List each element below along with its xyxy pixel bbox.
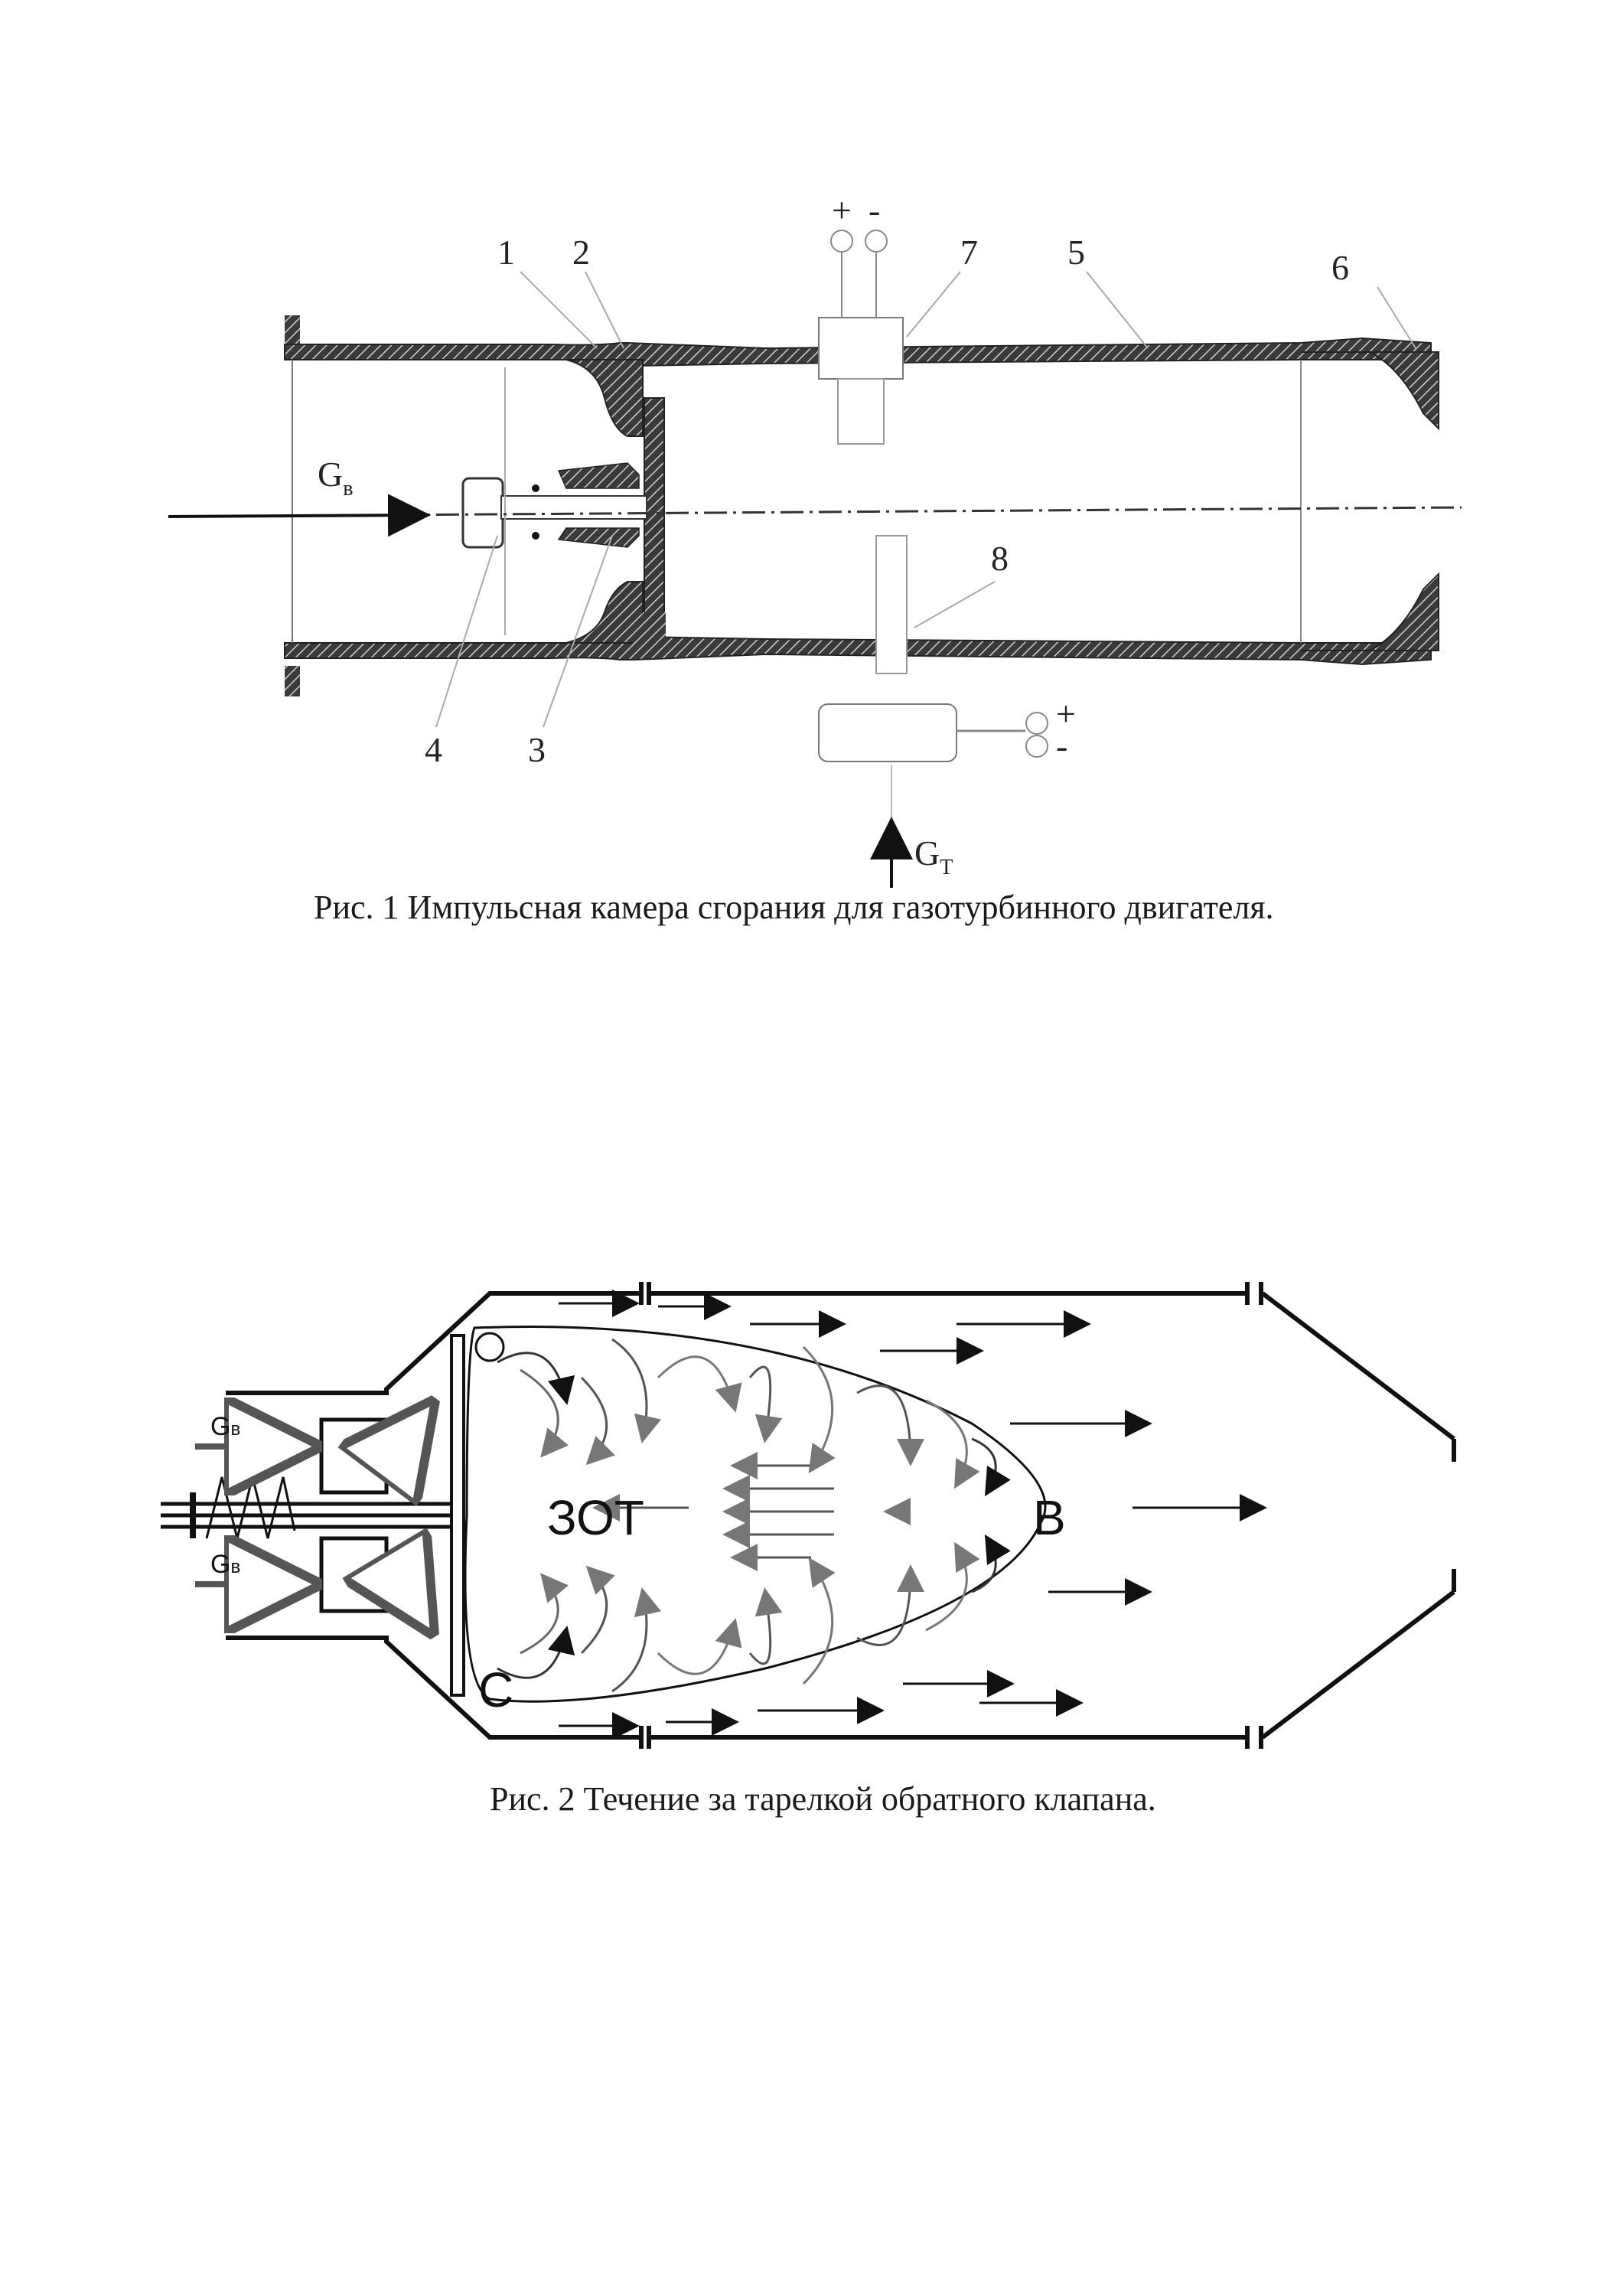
part-number-8: 8: [991, 539, 1009, 578]
leader-8: [914, 581, 996, 628]
flange-top: [285, 315, 300, 346]
injector-body: [818, 703, 957, 762]
figure-1-caption: Рис. 1 Импульсная камера сгорания для га…: [314, 889, 1274, 926]
flange-bottom: [285, 666, 300, 696]
figure-2-caption: Рис. 2 Течение за тарелкой обратного кла…: [490, 1780, 1156, 1818]
center-axis: [168, 506, 1462, 518]
part-number-7: 7: [960, 233, 978, 272]
injector-terminal: [1025, 712, 1048, 735]
igniter-body: [818, 317, 904, 380]
air-flow-label-top: Gв: [210, 1412, 240, 1441]
leader-6: [1377, 286, 1416, 349]
terminal-minus: [865, 230, 888, 253]
recirculation-zone: [464, 1326, 1047, 1703]
part-number-5: 5: [1067, 233, 1085, 272]
point-o-circle: [474, 1332, 505, 1362]
part-number-2: 2: [572, 233, 590, 272]
leader-4: [435, 535, 498, 728]
leader-2: [585, 271, 624, 349]
spring: [205, 1476, 296, 1539]
spring-dot: [532, 484, 539, 492]
plus-sign: +: [832, 191, 852, 230]
outer-wall-bottom: [284, 635, 1432, 666]
reverse-flow-arrows: [592, 1452, 911, 1571]
point-b-label: B: [1033, 1490, 1066, 1545]
injector-stem: [875, 535, 908, 674]
diffuser-arrow: [394, 1569, 429, 1626]
point-c-label: C: [478, 1662, 513, 1717]
throat-top: [565, 359, 644, 437]
fuel-flow-label: GT: [914, 833, 953, 879]
nozzle-top: [1301, 351, 1439, 431]
air-flow-label-bottom: Gв: [210, 1550, 240, 1579]
minus-sign: -: [869, 191, 880, 230]
leader-3: [543, 535, 613, 728]
leader-1: [520, 271, 598, 349]
part-number-1: 1: [497, 233, 515, 272]
forward-flow-arrows: [559, 1290, 1267, 1740]
throat-bottom: [565, 581, 644, 644]
valve-plate: [450, 1334, 465, 1697]
diffuser-arrow: [394, 1408, 429, 1454]
igniter-stem: [837, 378, 885, 445]
part-number-6: 6: [1331, 248, 1349, 287]
valve-seat-bottom: [557, 527, 640, 548]
nozzle-bottom: [1301, 572, 1439, 651]
leader-5: [1086, 271, 1149, 349]
part-number-4: 4: [425, 730, 442, 769]
spring-dot: [532, 532, 539, 540]
combustor-drawing: 1 2 3 4 5 6 7 8 + - + - Gв GT: [168, 191, 1462, 888]
plate-base: [627, 612, 666, 658]
figure-2: ЗОТ B C Gв Gв: [0, 1209, 1623, 1837]
terminal-plus: [830, 230, 853, 253]
injector-plus: +: [1056, 694, 1076, 733]
leader-7: [906, 271, 961, 338]
injector-terminal: [1025, 735, 1048, 758]
part-number-3: 3: [528, 730, 546, 769]
injector-minus: -: [1056, 726, 1067, 765]
housing: [226, 1282, 1456, 1749]
swirl-curves: [497, 1338, 1011, 1693]
air-flow-arrow: [168, 494, 431, 537]
figure-1: 1 2 3 4 5 6 7 8 + - + - Gв GT: [0, 0, 1623, 995]
flow-drawing: ЗОТ B C Gв Gв: [161, 1282, 1456, 1749]
air-flow-label: Gв: [318, 455, 353, 501]
valve-stem: [500, 495, 647, 520]
zone-label: ЗОТ: [547, 1490, 644, 1545]
valve-seat-top: [557, 462, 640, 489]
